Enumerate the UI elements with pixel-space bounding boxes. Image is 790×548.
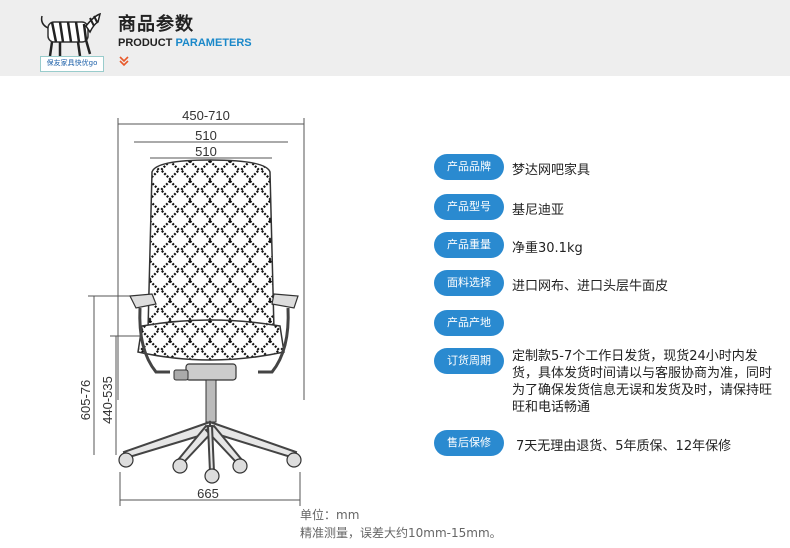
param-label: 面料选择: [434, 270, 504, 296]
param-label: 产品重量: [434, 232, 504, 258]
zebra-logo-icon: [40, 12, 102, 57]
chevron-down-icon: [119, 56, 129, 67]
param-value: 定制款5-7个工作日发货，现货24小时内发货，具体发货时间请以与客服协商为准，同…: [512, 349, 773, 415]
param-label: 产品型号: [434, 194, 504, 220]
unit-text: 单位：mm: [300, 508, 360, 522]
param-label: 产品品牌: [434, 154, 504, 180]
page-subtitle: PRODUCT PARAMETERS: [118, 37, 252, 49]
dim-top-inner: 510: [195, 144, 217, 159]
header-bar: 保友家具快优go 商品参数 PRODUCT PARAMETERS: [0, 0, 790, 76]
dim-left-outer: 605-76: [78, 380, 93, 420]
brand-text: 保友家具快优go: [40, 56, 104, 72]
param-value: 7天无理由退货、5年质保、12年保修: [516, 439, 732, 454]
param-value: 进口网布、进口头层牛面皮: [512, 279, 669, 294]
chair-diagram: 450-710 510 510 605-76 440-535 665: [78, 108, 305, 506]
dim-top-mid: 510: [195, 128, 217, 143]
param-value: 基尼迪亚: [512, 203, 565, 218]
subtitle-right: PARAMETERS: [175, 37, 252, 49]
dim-left-inner: 440-535: [100, 376, 115, 424]
param-value: 梦达网吧家具: [512, 163, 591, 178]
dim-bottom: 665: [197, 486, 219, 501]
param-label: 产品产地: [434, 310, 504, 336]
param-value: 净重30.1kg: [512, 241, 583, 256]
param-label: 售后保修: [434, 430, 504, 456]
dim-top-outer: 450-710: [182, 108, 230, 123]
measure-text: 精准测量，误差大约10mm-15mm。: [300, 526, 502, 540]
subtitle-left: PRODUCT: [118, 37, 173, 49]
param-label: 订货周期: [434, 348, 504, 374]
unit-note: 单位：mm 精准测量，误差大约10mm-15mm。: [300, 506, 502, 542]
page-title: 商品参数: [118, 14, 194, 35]
